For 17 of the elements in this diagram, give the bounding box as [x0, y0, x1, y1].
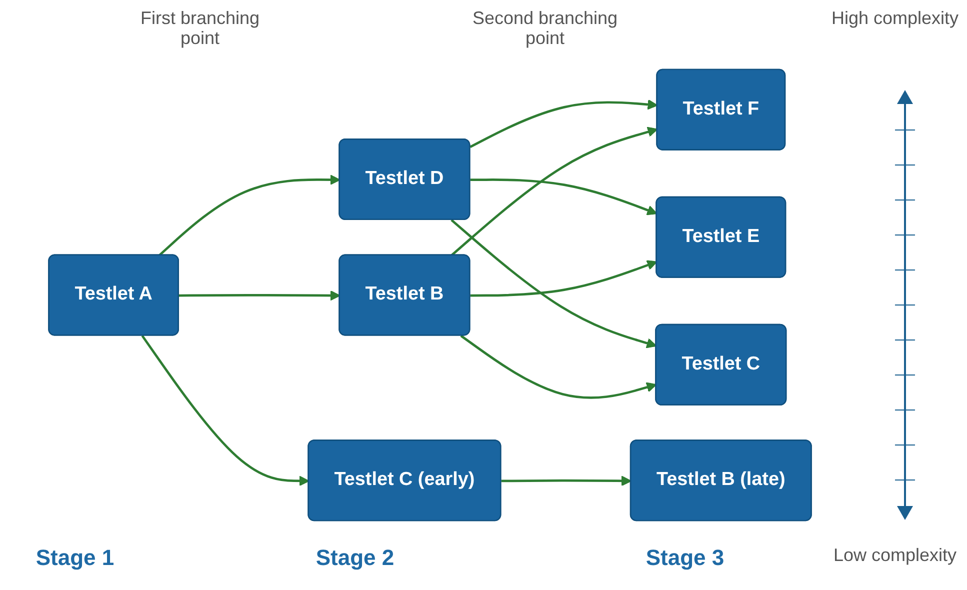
axis-label: Second branching point	[471, 8, 619, 48]
arrow	[501, 476, 632, 486]
stage-label: Stage 3	[644, 548, 726, 568]
stage-label: Stage 1	[34, 548, 116, 568]
arrow	[141, 335, 310, 486]
arrow	[470, 260, 658, 297]
arrow	[158, 174, 340, 256]
arrow	[450, 219, 657, 348]
axis-label: Low complexity	[832, 545, 958, 565]
arrow	[460, 334, 657, 399]
axis-label: High complexity	[830, 8, 960, 28]
axis-label: First branching point	[139, 8, 261, 48]
arrow	[470, 99, 658, 148]
arrow	[178, 290, 340, 301]
stage-label: Stage 2	[314, 548, 396, 568]
arrow	[470, 178, 658, 216]
arrow	[450, 126, 658, 256]
